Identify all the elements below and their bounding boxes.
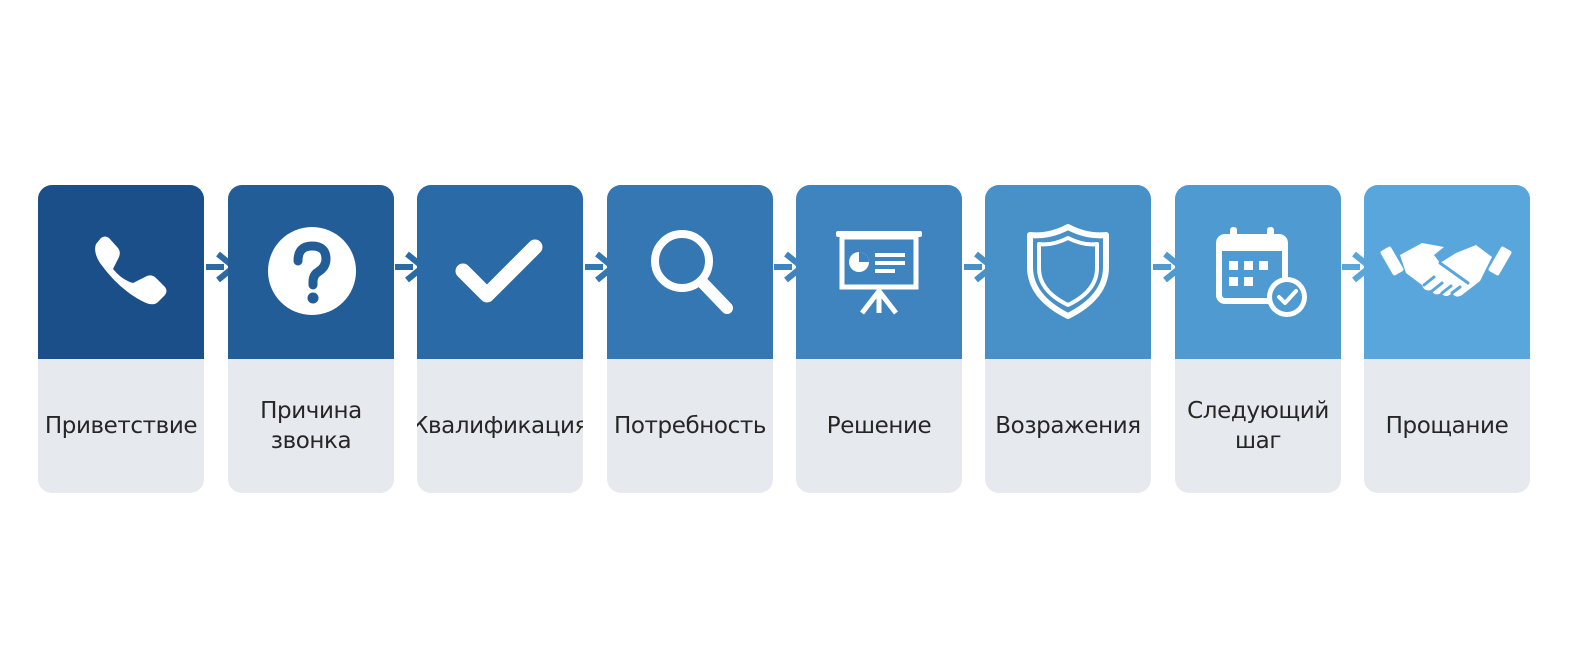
question-icon [228, 185, 394, 359]
checkmark-icon [417, 185, 583, 359]
step-label: Решение [826, 413, 932, 439]
step-greeting: Приветствие [38, 185, 204, 493]
step-solution: Решение [796, 185, 962, 493]
step-label: Потребность [613, 413, 766, 439]
step-need: Потребность [607, 185, 773, 493]
magnifier-icon [607, 185, 773, 359]
step-label: Возражения [995, 413, 1141, 439]
step-icon-panel [607, 185, 773, 359]
step-call-reason: Причина звонка [228, 185, 394, 493]
step-label: Квалификация [417, 413, 583, 439]
step-next-step: Следующий шаг [1175, 185, 1341, 493]
step-label: Приветствие [44, 413, 198, 439]
step-objections: Возражения [985, 185, 1151, 493]
step-farewell: Прощание [1364, 185, 1530, 493]
handshake-icon [1364, 185, 1530, 359]
shield-icon [985, 185, 1151, 359]
step-icon-panel [1175, 185, 1341, 359]
step-icon-panel [228, 185, 394, 359]
step-icon-panel [985, 185, 1151, 359]
step-icon-panel [1364, 185, 1530, 359]
calendar-check-icon [1175, 185, 1341, 359]
step-label: Прощание [1385, 413, 1509, 439]
phone-icon [38, 185, 204, 359]
step-label: Следующий шаг [1187, 398, 1329, 454]
step-icon-panel [38, 185, 204, 359]
step-label: Причина звонка [260, 398, 362, 454]
step-icon-panel [417, 185, 583, 359]
step-qualification: Квалификация [417, 185, 583, 493]
step-icon-panel [796, 185, 962, 359]
presentation-board-icon [796, 185, 962, 359]
